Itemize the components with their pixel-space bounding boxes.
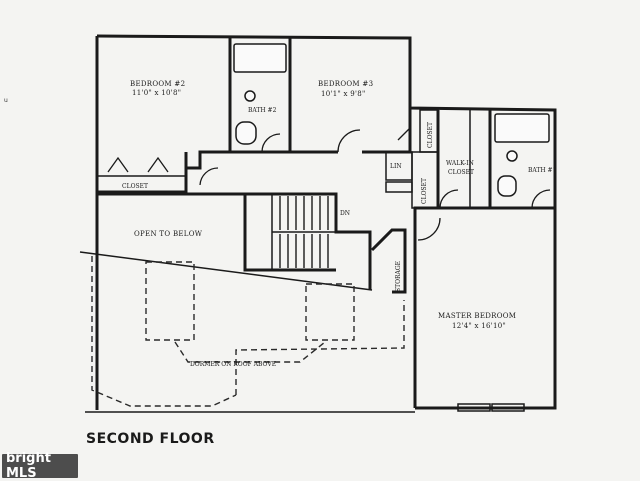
room-bedroom-3: BEDROOM #3 10'1" x 9'8" [290,80,412,154]
open-to-below: OPEN TO BELOW [79,192,373,291]
walk-in-label-1: WALK-IN [446,160,474,167]
open-to-below-label: OPEN TO BELOW [134,230,203,238]
watermark-logo: bright MLS [2,451,78,481]
margin-mark: u [4,97,8,104]
room-bath-1: BATH #1 [488,110,556,210]
bedroom-2-closet-label: CLOSET [122,183,148,190]
dormer-label: DORMER ON ROOF ABOVE [190,361,276,368]
hall-closets: CLOSET CLOSET LIN [385,109,439,209]
room-bath-2: BATH #2 [230,38,292,154]
closet-mid-label: CLOSET [421,178,428,204]
master-bedroom-label: MASTER BEDROOM [438,312,516,320]
room-master-bedroom: MASTER BEDROOM 12'4" x 16'10" [413,206,525,412]
bath-2-label: BATH #2 [248,107,277,114]
master-bedroom-size: 12'4" x 16'10" [452,322,506,330]
bedroom-2-label: BEDROOM #2 [130,80,185,88]
stairs-dn-label: DN [340,210,350,217]
linen-label: LIN [390,163,402,170]
bedroom-2-size: 11'0" x 10'8" [132,89,181,97]
bedroom-3-size: 10'1" x 9'8" [321,90,366,98]
bath-1-label: BATH #1 [528,167,556,174]
room-walk-in-closet: WALK-IN CLOSET [436,110,490,210]
outer-walls [95,34,557,410]
floor-title: SECOND FLOOR [86,431,215,447]
closet-top-label: CLOSET [427,122,434,148]
bedroom-3-label: BEDROOM #3 [318,80,373,88]
room-storage: STORAGE [370,228,407,294]
walk-in-label-2: CLOSET [448,169,474,176]
dormer-roof: DORMER ON ROOF ABOVE [85,256,415,413]
storage-label: STORAGE [395,261,402,292]
room-bedroom-2: BEDROOM #2 11'0" x 10'8" CLOSET [97,38,232,194]
